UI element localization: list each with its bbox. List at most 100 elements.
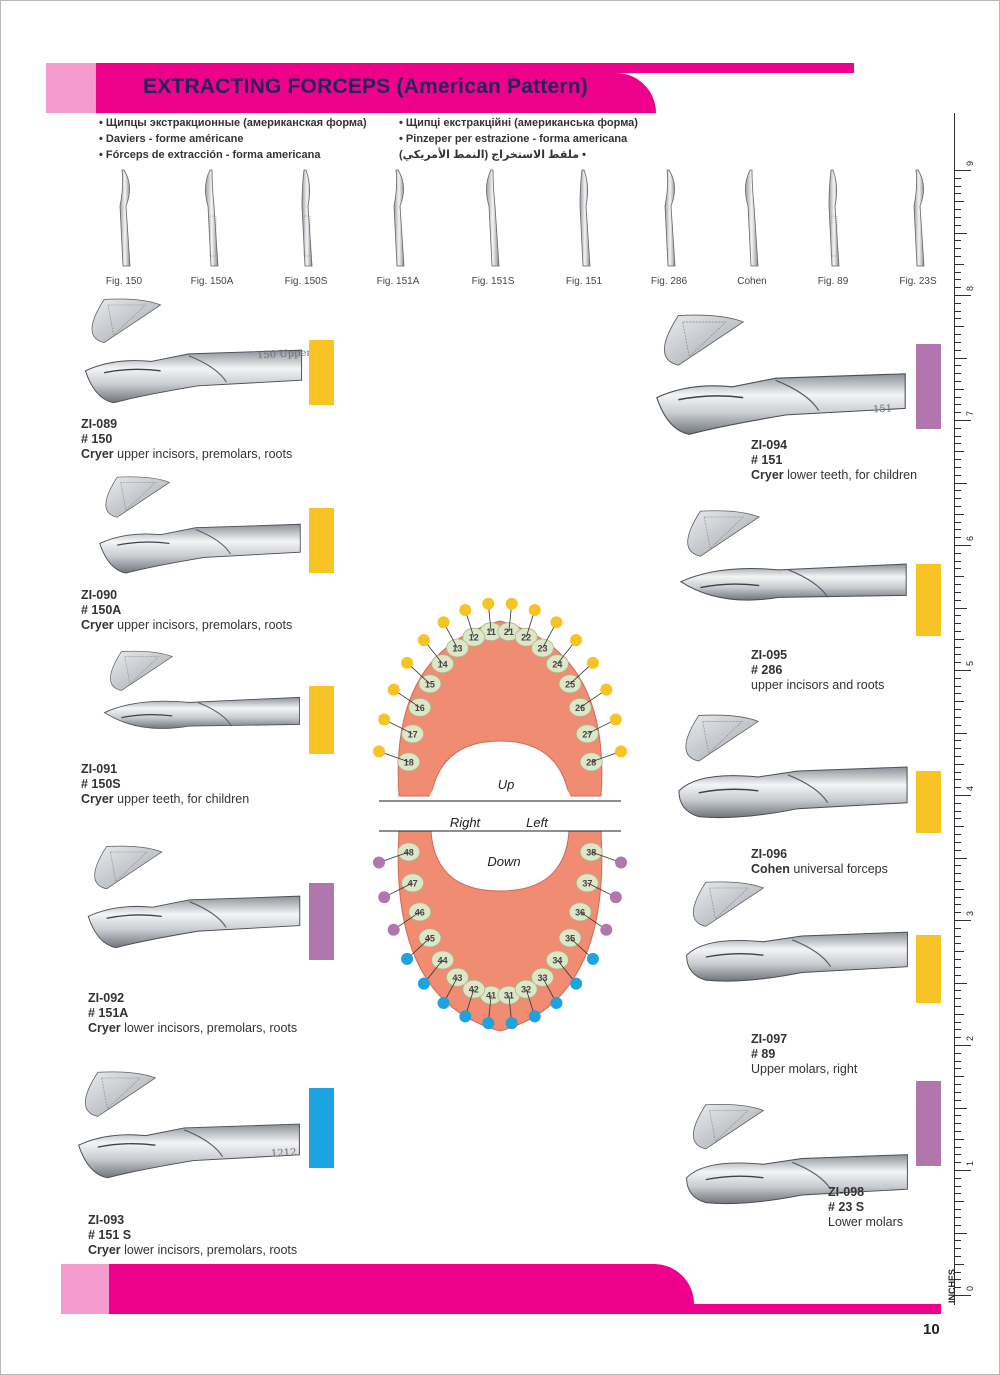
product-desc-text: lower incisors, premolars, roots — [120, 1243, 298, 1257]
ruler-tick — [955, 1068, 961, 1070]
ruler-tick — [955, 1287, 961, 1289]
center-circle — [428, 760, 572, 852]
ruler-tick — [955, 1185, 961, 1187]
color-tab — [309, 340, 334, 405]
ruler-tick — [955, 1091, 961, 1093]
ruler-tick — [955, 982, 967, 984]
product-code: ZI-091 — [81, 762, 118, 776]
tooth-24: 24 — [545, 654, 569, 674]
product-description: Cohen universal forceps — [751, 862, 888, 876]
ruler-tick — [955, 802, 961, 804]
tooth-shape — [401, 873, 425, 893]
product-brand: Cryer — [81, 792, 114, 806]
product-number: # 151 — [751, 453, 783, 467]
footer-stub — [61, 1264, 109, 1314]
ruler-tick — [955, 638, 964, 640]
tooth-indicator-dot — [615, 856, 628, 869]
product-number: # 151A — [88, 1006, 129, 1020]
tooth-indicator-dot — [417, 977, 430, 990]
ruler-tick — [955, 1177, 961, 1179]
ruler-tick — [955, 959, 961, 961]
tooth-number: 48 — [404, 848, 414, 858]
tooth-shape — [545, 654, 569, 674]
engraving-text: 1212 — [270, 1147, 297, 1160]
tooth-34: 34 — [545, 950, 569, 970]
tooth-number: 14 — [438, 659, 448, 669]
product-number: # 286 — [751, 663, 783, 677]
ruler-tick — [955, 1216, 961, 1218]
ruler-tick — [955, 201, 964, 203]
tooth-indicator-dot — [600, 923, 613, 936]
tooth-indicator-dot — [609, 713, 622, 726]
ruler-tick — [955, 607, 967, 609]
ruler-tick — [955, 404, 961, 406]
ruler-tick — [955, 310, 961, 312]
tooth-number: 28 — [586, 757, 596, 767]
ruler-tick — [955, 427, 961, 429]
thumbnail-caption: Fig. 89 — [817, 276, 849, 287]
ruler-tick — [955, 888, 964, 890]
tooth-indicator-dot — [505, 597, 518, 610]
tooth-indicator-dot — [401, 656, 414, 669]
product-code: ZI-090 — [81, 588, 118, 602]
ruler-tick — [955, 357, 967, 359]
footer-bar — [109, 1304, 941, 1314]
ruler-tick — [955, 974, 961, 976]
tooth-shape — [545, 950, 569, 970]
tooth-28: 28 — [579, 752, 603, 772]
ruler-tick — [955, 193, 961, 195]
ruler-tick — [955, 943, 961, 945]
product-description: Lower molars — [828, 1215, 903, 1229]
ruler-tick — [955, 302, 961, 304]
ruler-tick — [955, 1052, 961, 1054]
ruler-tick — [955, 795, 971, 796]
tooth-indicator-dot — [570, 634, 583, 647]
forceps-illustration-icon — [686, 1103, 908, 1205]
tooth-shape — [397, 842, 421, 862]
ruler-tick — [955, 670, 971, 671]
color-tab — [309, 883, 334, 960]
product-desc-text: upper teeth, for children — [113, 792, 250, 806]
thumbnail-caption: Fig. 286 — [650, 276, 688, 287]
product-number: # 89 — [751, 1047, 776, 1061]
product-number: # 150S — [81, 777, 121, 791]
tooth-14: 14 — [431, 654, 455, 674]
tooth-15: 15 — [418, 674, 442, 694]
ruler-tick — [955, 1115, 961, 1117]
color-tab — [916, 935, 941, 1003]
ruler-tick — [955, 232, 967, 234]
ruler-tick — [955, 1271, 961, 1273]
ruler-tick — [955, 1021, 961, 1023]
lang-uk: Щипці екстракційні (американська форма) — [399, 115, 638, 131]
product-brand: Cohen — [751, 862, 790, 876]
forceps-thumbnail-icon — [579, 169, 591, 267]
tooth-indicator-dot — [437, 616, 450, 629]
ruler-tick — [955, 935, 961, 937]
tooth-number: 24 — [552, 659, 562, 669]
tooth-number: 11 — [486, 627, 496, 637]
ruler-tick — [955, 896, 961, 898]
forceps-illustration-icon — [99, 476, 301, 574]
ruler-tick — [955, 880, 961, 882]
ruler-tick — [955, 685, 961, 687]
ruler-tick — [955, 537, 961, 539]
ruler-tick — [955, 412, 961, 414]
tooth-indicator-dot — [459, 1010, 472, 1023]
tooth-33: 33 — [531, 967, 554, 987]
ruler-tick — [955, 1045, 971, 1046]
ruler-tick — [955, 505, 961, 507]
ruler-tick — [955, 435, 961, 437]
ruler-tick — [955, 763, 964, 765]
product-description: Cryer lower incisors, premolars, roots — [88, 1243, 297, 1257]
ruler-tick — [955, 646, 961, 648]
tooth-indicator-dot — [550, 616, 563, 629]
ruler-tick — [955, 216, 961, 218]
tooth-indicator-dot — [372, 745, 385, 758]
ruler-tick — [955, 209, 961, 211]
ruler-tick — [955, 654, 961, 656]
language-list-right: Щипці екстракційні (американська форма) … — [399, 115, 638, 163]
tooth-number: 16 — [415, 703, 425, 713]
